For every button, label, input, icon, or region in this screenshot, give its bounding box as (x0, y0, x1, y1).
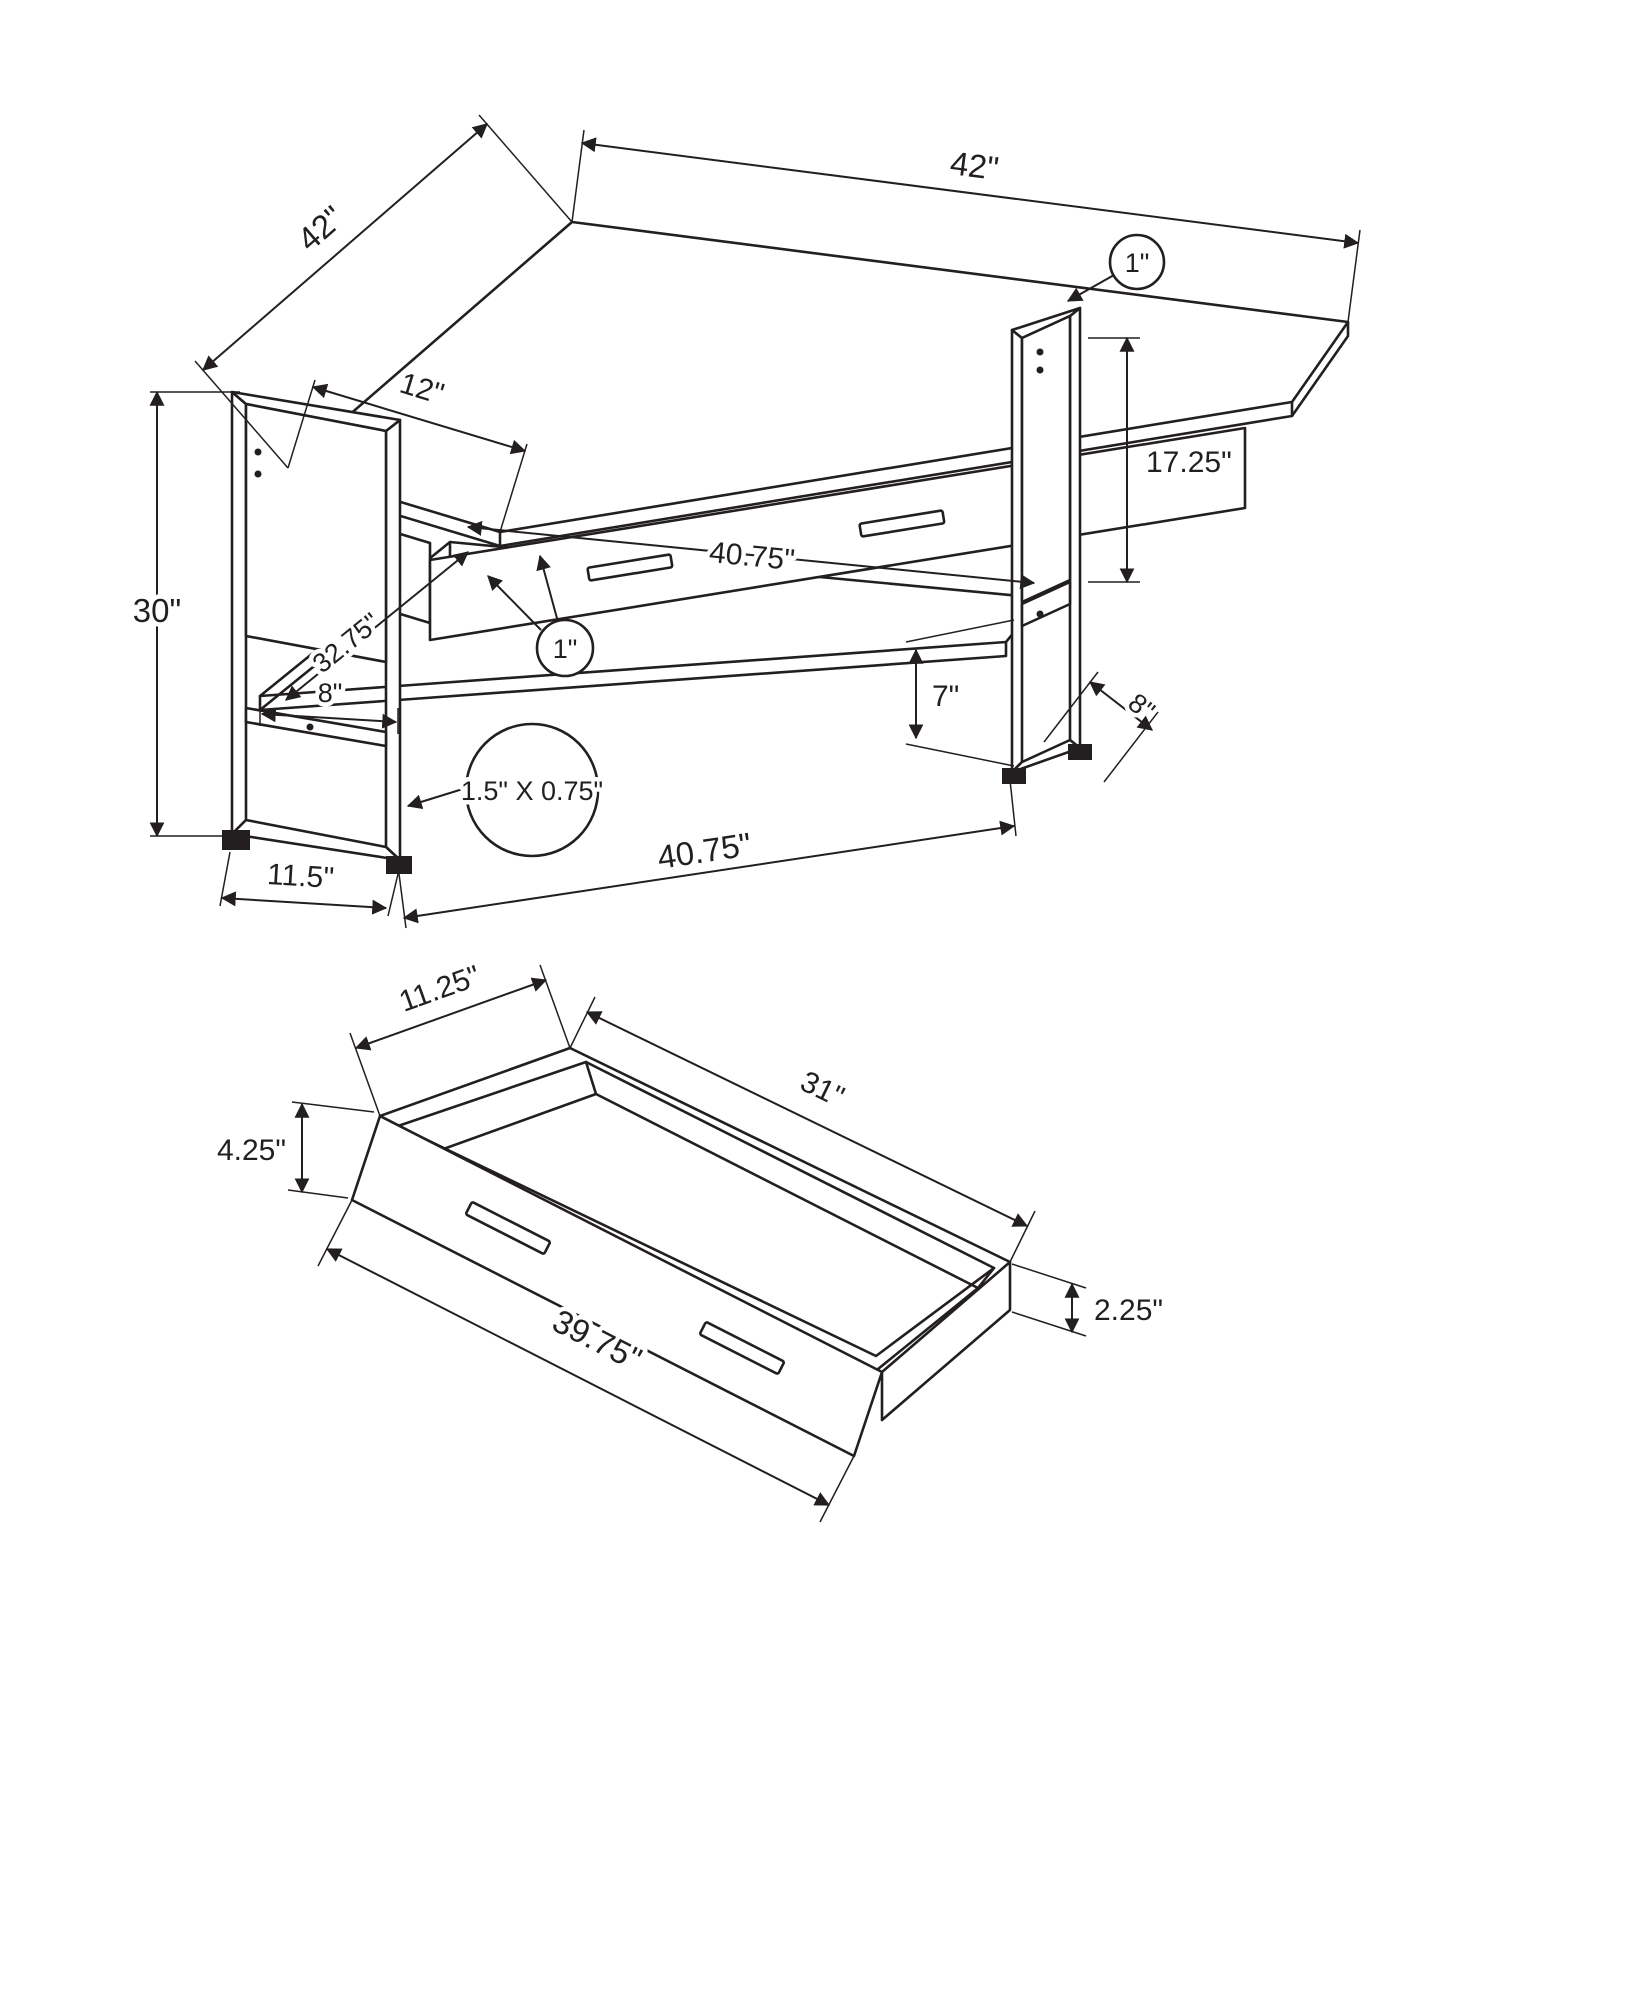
dim-label-overall-height: 30" (133, 592, 181, 629)
right-leg-shelf-rail (1020, 580, 1072, 628)
leg-foot (1068, 744, 1092, 760)
left-leg-rear-tube (384, 418, 402, 862)
extension-line (291, 1101, 375, 1113)
dimension-line (402, 820, 1016, 924)
dim-shelf-front-depth: 8" (259, 674, 399, 734)
dimension-line (354, 977, 548, 1051)
dim-label-foot-depth: 11.5" (266, 858, 335, 895)
screw-dot (1036, 348, 1044, 356)
extension-line (1103, 711, 1159, 783)
drawer-end-wall (880, 1260, 1012, 1422)
extension-line (287, 379, 316, 469)
callout-tube-size: 1.5" X 0.75" (406, 722, 608, 858)
right-leg-front-tube (1010, 328, 1024, 774)
extension-line (1009, 779, 1017, 837)
dim-label-shelf-front-depth: 8" (318, 678, 343, 708)
dim-label-shelf-thickness: 1" (553, 634, 578, 664)
extension-line (478, 114, 573, 223)
extension-line (1009, 1210, 1036, 1263)
dimension-line (285, 551, 469, 701)
left-leg-front-tube (230, 390, 248, 836)
right-leg-rear-tube (1068, 306, 1082, 750)
dim-label-drawer-side-height: 2.25" (1094, 1294, 1163, 1327)
extension-line (819, 1455, 855, 1523)
leader-line (536, 554, 559, 623)
dim-label-shelf-clearance: 7" (932, 680, 959, 713)
screw-dot (306, 723, 314, 731)
screw-dot (254, 448, 262, 456)
drawer-front-panel-detail (350, 1114, 884, 1458)
dim-drawer-front-height: 4.25" (212, 1101, 375, 1199)
dim-right-foot-depth: 8" (1043, 671, 1165, 783)
extension-line (387, 873, 399, 917)
right-leg-frame (1010, 306, 1082, 774)
dim-label-drawer-depth: 11.25" (395, 959, 485, 1018)
extension-line (317, 1199, 353, 1267)
dimension-line (466, 520, 1036, 590)
dim-label-drawer-back-length: 31" (795, 1065, 849, 1114)
leader-line (487, 575, 542, 631)
leader-line (1066, 274, 1115, 302)
dim-overall-height: 30" (128, 390, 240, 838)
extension-line (905, 743, 1015, 767)
extension-line (539, 964, 571, 1049)
dim-leg-panel-height: 17.25" (1088, 336, 1236, 584)
left-leg-bottom-member (230, 818, 402, 862)
dim-label-drawer-front-height: 4.25" (217, 1134, 286, 1167)
dimension-line (311, 383, 527, 455)
callout-circle (535, 618, 595, 678)
dimension-line (585, 1011, 1029, 1227)
callout-circle (1108, 233, 1166, 291)
dim-drawer-side-height: 2.25" (1011, 1263, 1168, 1337)
extension-line (1011, 1311, 1087, 1337)
dimension-line (580, 137, 1360, 249)
dim-foot-depth: 11.5" (219, 851, 399, 917)
dim-label-tube-size: 1.5" X 0.75" (461, 776, 603, 806)
dimension-line (1089, 681, 1153, 731)
callout-shelf-thickness: 1" (487, 554, 595, 678)
extension-line (499, 443, 528, 533)
leg-foot (1002, 768, 1026, 784)
dim-shelf-length: 40.75" (466, 520, 1036, 590)
right-leg-bottom-member (1010, 738, 1082, 774)
extension-line (194, 360, 289, 469)
drawer-handle-left-detail (465, 1201, 551, 1255)
right-leg-side-panel (1020, 314, 1072, 604)
dimension-line (260, 707, 398, 729)
dim-label-top-right-edge: 42" (948, 144, 1001, 187)
extension-line (1011, 1263, 1087, 1289)
extension-line (569, 996, 596, 1049)
screw-dot (1036, 610, 1044, 618)
leader-line (406, 787, 467, 810)
dimension-line (325, 1248, 831, 1506)
dim-label-top-thickness: 1" (1125, 248, 1150, 278)
dimension-line (202, 123, 488, 371)
dimension-line (220, 891, 388, 915)
dim-shelf-clearance: 7" (905, 619, 1015, 767)
extension-line (287, 1189, 349, 1199)
screw-dot (1036, 366, 1044, 374)
handle-bar (465, 1201, 551, 1255)
callout-top-thickness: 1" (1066, 233, 1166, 302)
extension-line (1347, 229, 1361, 323)
extension-line (905, 619, 1015, 643)
dim-label-leg-panel-height: 17.25" (1146, 446, 1232, 479)
extension-line (1043, 671, 1099, 743)
dim-label-right-foot-depth: 8" (1123, 688, 1161, 727)
drawer-diagram: 11.25" 31" 4.25" 39.75" 2.25 (212, 955, 1168, 1523)
leg-foot (222, 830, 250, 850)
desk-diagram: 42" 42" 12" 1" 17.25" (128, 114, 1361, 929)
dim-drawer-depth: 11.25" (349, 955, 571, 1117)
dim-drawer-back-length: 31" (569, 996, 1036, 1263)
screw-dot (254, 470, 262, 478)
